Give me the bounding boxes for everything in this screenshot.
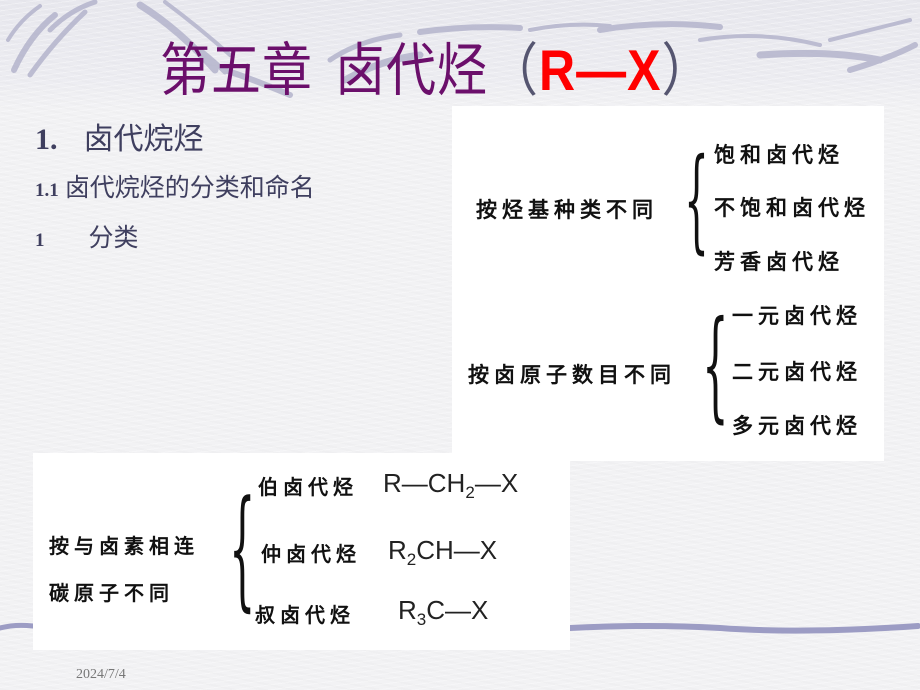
halogen-count-item: 一元卤代烃 [732, 303, 862, 328]
secondary-halide-name: 仲卤代烃 [261, 542, 361, 566]
formula-subscript: 3 [416, 610, 427, 629]
title-paren-open: （ [488, 36, 539, 104]
tertiary-halide-name: 叔卤代烃 [255, 603, 355, 627]
brace-icon: { [229, 472, 256, 624]
carbon-label-line1: 按与卤素相连 [49, 534, 199, 558]
outline-number: 1 [35, 230, 45, 251]
hydrocarbon-type-item: 不饱和卤代烃 [714, 195, 870, 220]
halogen-count-label: 按卤原子数目不同 [468, 362, 676, 387]
title-topic: 卤代烃 [335, 36, 488, 104]
formula-part: —X [474, 468, 519, 498]
hydrocarbon-type-item: 饱和卤代烃 [714, 142, 844, 167]
halogen-count-item: 多元卤代烃 [732, 413, 862, 438]
title-formula: R—X [539, 38, 662, 103]
slide-title: 第五章卤代烃（R—X） [160, 30, 712, 111]
halogen-count-item: 二元卤代烃 [732, 359, 862, 384]
carbon-label-line2: 碳原子不同 [49, 581, 174, 605]
slide-date: 2024/7/4 [76, 667, 126, 682]
formula-part: C—X [426, 595, 489, 625]
hydrocarbon-type-label: 按烃基种类不同 [476, 197, 658, 222]
formula-part: R [398, 595, 417, 625]
carbon-classification-panel: 按与卤素相连 碳原子不同 { 伯卤代烃 R—CH2—X 仲卤代烃 R2CH—X … [33, 453, 570, 650]
classification-image-panel: 按烃基种类不同 { 饱和卤代烃 不饱和卤代烃 芳香卤代烃 按卤原子数目不同 { … [452, 106, 884, 461]
outline-number: 1. [35, 123, 58, 156]
outline-text: 分类 [88, 223, 139, 252]
primary-halide-name: 伯卤代烃 [258, 475, 358, 499]
formula-part: R—CH [383, 468, 466, 498]
outline-item-1: 1 分类 [35, 218, 139, 254]
formula-subscript: 2 [465, 483, 475, 502]
secondary-halide-formula: R2CH—X [388, 535, 497, 570]
primary-halide-formula: R—CH2—X [383, 468, 518, 503]
formula-part: R [388, 535, 407, 565]
brace-icon: { [702, 296, 729, 435]
tertiary-halide-formula: R3C—X [398, 595, 488, 630]
title-paren-close: ） [661, 36, 713, 104]
hydrocarbon-type-item: 芳香卤代烃 [714, 249, 844, 274]
outline-text: 卤代烷烃 [83, 122, 204, 157]
formula-part: CH—X [416, 535, 498, 565]
outline-heading-1: 1. 卤代烷烃 [35, 114, 204, 158]
formula-subscript: 2 [406, 550, 417, 569]
outline-number: 1.1 [35, 180, 59, 201]
brace-icon: { [684, 135, 709, 265]
title-chapter: 第五章 [160, 36, 313, 104]
outline-text: 卤代烷烃的分类和命名 [64, 173, 315, 202]
